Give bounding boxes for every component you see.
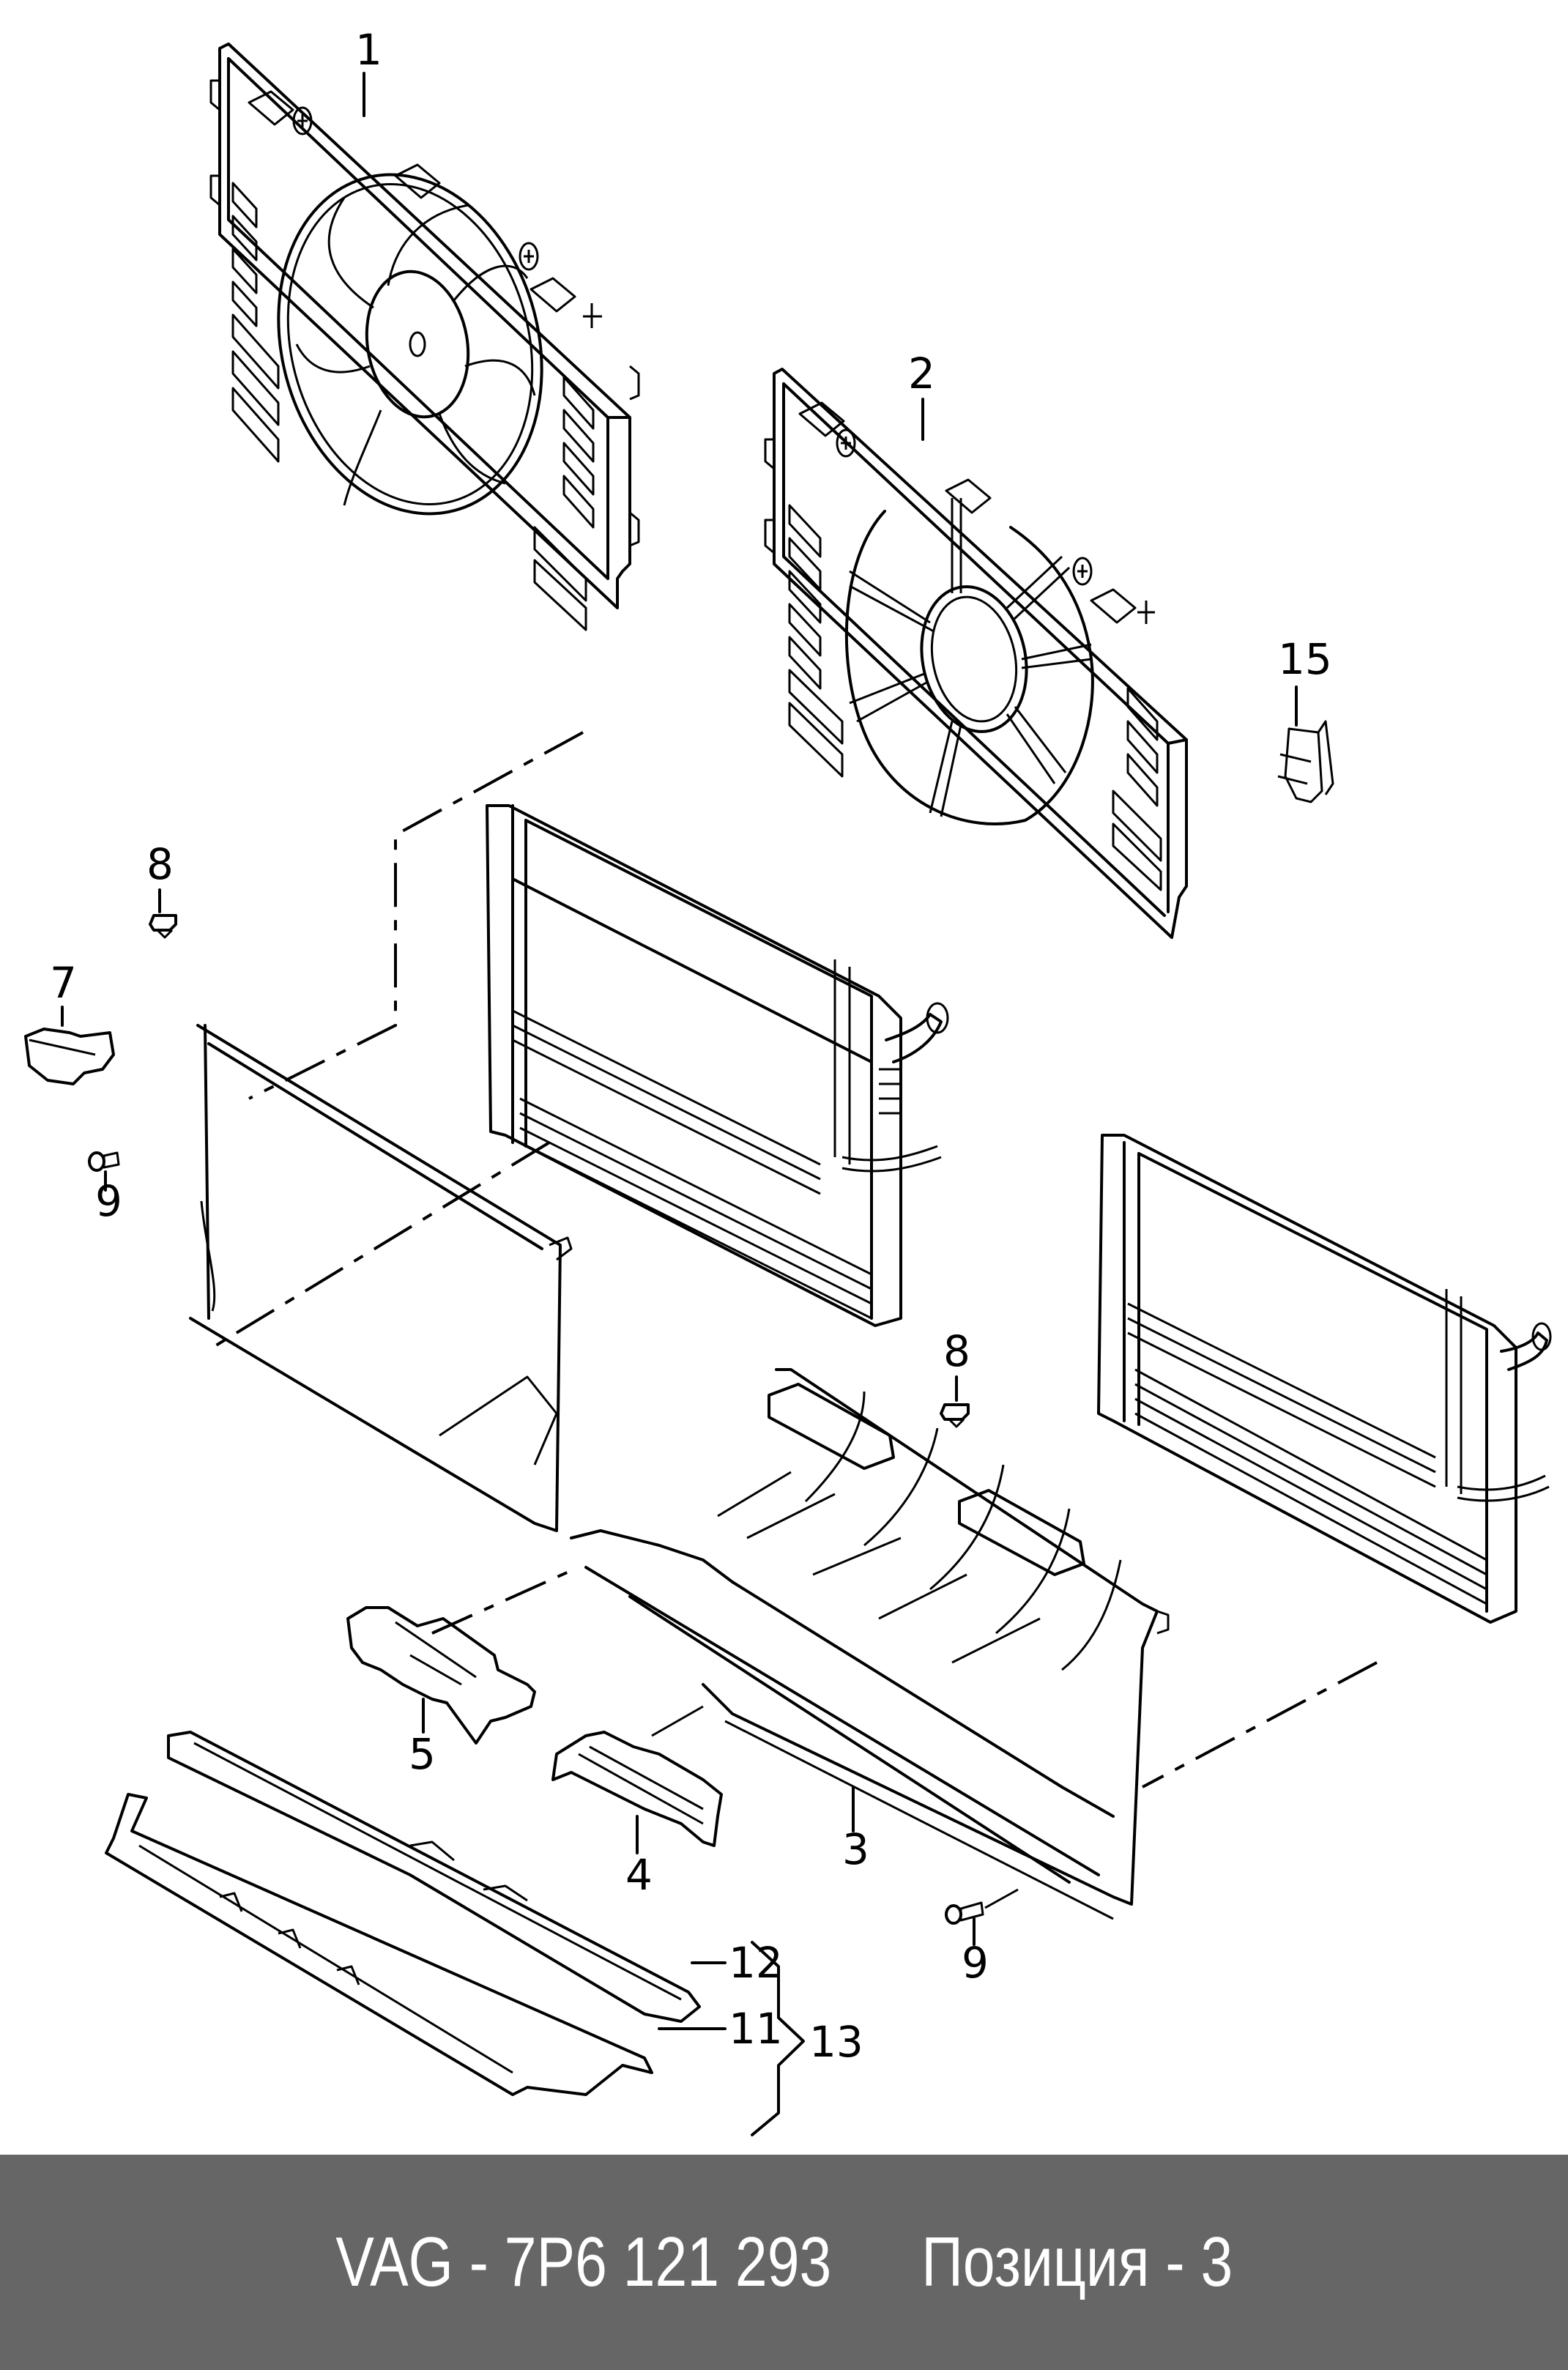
callout-label: 13 xyxy=(809,2017,863,2067)
part-8-rivet-right xyxy=(940,1403,970,1428)
part-8-rivet-left xyxy=(149,914,177,939)
part-number-text: VAG - 7P6 121 293 xyxy=(335,2223,831,2301)
radiator-lower xyxy=(1097,1134,1552,1624)
left-shroud-frame xyxy=(189,1024,573,1532)
bracket-13 xyxy=(751,1941,805,2136)
callout-label: 8 xyxy=(943,1326,970,1376)
callout-label: 9 xyxy=(962,1938,989,1988)
part-9-bolt-left xyxy=(88,1151,120,1172)
callout-label: 8 xyxy=(146,839,174,889)
part-15-clip xyxy=(1277,720,1334,803)
part-4-bracket xyxy=(551,1731,723,1847)
callout-label: 4 xyxy=(625,1850,653,1900)
part-9-bolt-right xyxy=(945,1888,1019,1925)
footer-bar: VAG - 7P6 121 293 Позиция - 3 xyxy=(0,2155,1568,2370)
callout-label: 7 xyxy=(50,958,77,1008)
position-text: Позиция - 3 xyxy=(921,2223,1233,2301)
part-12-seal xyxy=(167,1731,701,2023)
part-5-bracket xyxy=(346,1606,536,1745)
part-3-air-duct xyxy=(570,1368,1170,1920)
part-11-seal xyxy=(105,1793,653,2096)
callout-label: 5 xyxy=(409,1729,436,1779)
part-2-fan-shroud xyxy=(764,368,1188,939)
callout-label: 2 xyxy=(908,349,935,398)
callout-label: 9 xyxy=(95,1176,122,1226)
part-1-fan-shroud xyxy=(209,42,640,631)
callout-label: 3 xyxy=(842,1824,869,1874)
part-7-air-guide xyxy=(24,1028,115,1085)
callout-label: 11 xyxy=(729,2004,783,2054)
footer-caption: VAG - 7P6 121 293 Позиция - 3 xyxy=(335,2222,1233,2303)
parts-diagram: 1 xyxy=(24,25,1552,2136)
callout-label: 1 xyxy=(355,25,382,75)
callout-label: 15 xyxy=(1278,634,1332,684)
radiator-upper xyxy=(486,804,949,1327)
